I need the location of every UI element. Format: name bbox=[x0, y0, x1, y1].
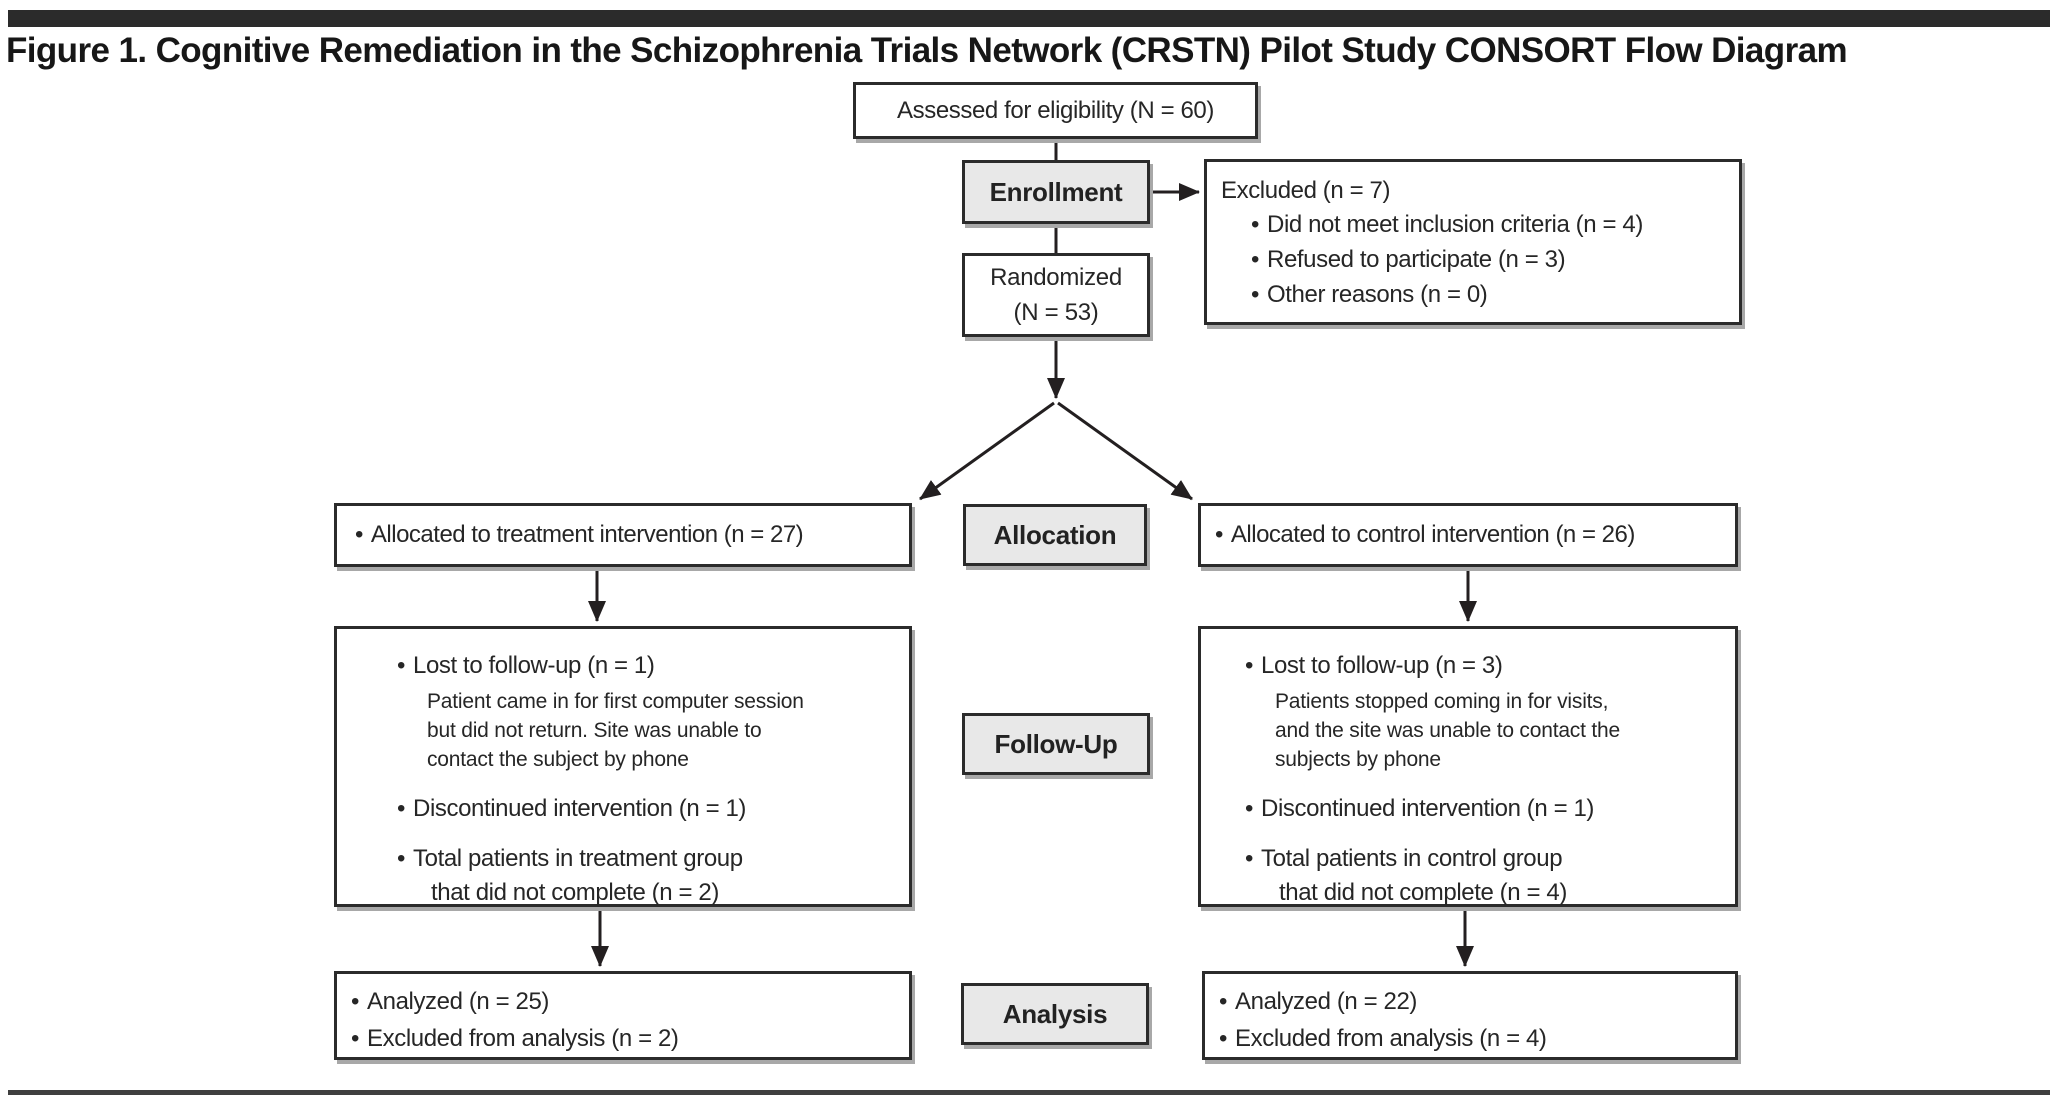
excluded-item: • Did not meet inclusion criteria (n = 4… bbox=[1251, 207, 1733, 242]
control-discontinued-line: • Discontinued intervention (n = 1) bbox=[1245, 794, 1729, 824]
bullet-icon: • bbox=[1245, 845, 1254, 872]
treatment-excluded-analysis-line: • Excluded from analysis (n = 2) bbox=[351, 1020, 903, 1057]
bullet-icon: • bbox=[1251, 246, 1260, 273]
treatment-followup-box: • Lost to follow-up (n = 1) Patient came… bbox=[334, 626, 912, 907]
control-lost-text: Lost to follow-up (n = 3) bbox=[1261, 652, 1503, 679]
bullet-icon: • bbox=[1219, 988, 1228, 1015]
stage-label-followup: Follow-Up bbox=[962, 713, 1150, 775]
treatment-lost-text: Lost to follow-up (n = 1) bbox=[413, 652, 655, 679]
control-total-line: • Total patients in control group bbox=[1245, 844, 1729, 874]
control-followup-box: • Lost to follow-up (n = 3) Patients sto… bbox=[1198, 626, 1738, 907]
treatment-discontinued-text: Discontinued intervention (n = 1) bbox=[413, 795, 747, 822]
bullet-icon: • bbox=[351, 1025, 360, 1052]
randomized-text: Randomized bbox=[990, 264, 1122, 291]
note-line: but did not return. Site was unable to bbox=[427, 719, 762, 742]
treatment-total-text: Total patients in treatment group bbox=[413, 845, 743, 872]
treatment-lost-line: • Lost to follow-up (n = 1) bbox=[397, 651, 903, 681]
randomized-n: (N = 53) bbox=[1013, 299, 1099, 326]
control-allocated-text: Allocated to control intervention (n = 2… bbox=[1230, 521, 1635, 548]
treatment-analyzed-text: Analyzed (n = 25) bbox=[367, 988, 549, 1015]
enrollment-label-text: Enrollment bbox=[989, 176, 1123, 207]
control-lost-line: • Lost to follow-up (n = 3) bbox=[1245, 651, 1729, 681]
note-line: contact the subject by phone bbox=[427, 748, 689, 771]
figure-title: Figure 1. Cognitive Remediation in the S… bbox=[6, 31, 1848, 70]
followup-label-text: Follow-Up bbox=[994, 728, 1118, 759]
note-line: Patient came in for first computer sessi… bbox=[427, 690, 804, 713]
bullet-icon: • bbox=[1245, 652, 1254, 679]
note-line: Patients stopped coming in for visits, bbox=[1275, 690, 1609, 713]
control-total-text-2: that did not complete (n = 4) bbox=[1279, 879, 1567, 906]
control-analysis-box: • Analyzed (n = 22) • Excluded from anal… bbox=[1202, 971, 1738, 1060]
bullet-icon: • bbox=[1251, 281, 1260, 308]
excluded-box: Excluded (n = 7) • Did not meet inclusio… bbox=[1204, 159, 1742, 325]
bottom-rule-bar bbox=[8, 1090, 2050, 1095]
bullet-icon: • bbox=[1245, 795, 1254, 822]
excluded-item-text: Other reasons (n = 0) bbox=[1267, 281, 1488, 308]
control-discontinued-text: Discontinued intervention (n = 1) bbox=[1261, 795, 1595, 822]
note-line: and the site was unable to contact the bbox=[1275, 719, 1620, 742]
excluded-item-text: Did not meet inclusion criteria (n = 4) bbox=[1267, 211, 1643, 238]
stage-label-analysis: Analysis bbox=[961, 983, 1149, 1045]
control-total-text: Total patients in control group bbox=[1261, 845, 1563, 872]
excluded-heading: Excluded (n = 7) bbox=[1221, 177, 1391, 204]
excluded-item: • Other reasons (n = 0) bbox=[1251, 277, 1733, 312]
bullet-icon: • bbox=[1219, 1025, 1228, 1052]
treatment-lost-note: Patient came in for first computer sessi… bbox=[427, 687, 903, 774]
treatment-allocation-box: • Allocated to treatment intervention (n… bbox=[334, 503, 912, 567]
treatment-excluded-analysis-text: Excluded from analysis (n = 2) bbox=[367, 1025, 679, 1052]
note-line: subjects by phone bbox=[1275, 748, 1441, 771]
bullet-icon: • bbox=[351, 988, 360, 1015]
treatment-analyzed-line: • Analyzed (n = 25) bbox=[351, 983, 903, 1020]
assessed-eligibility-box: Assessed for eligibility (N = 60) bbox=[853, 82, 1258, 139]
bullet-icon: • bbox=[397, 795, 406, 822]
control-analyzed-text: Analyzed (n = 22) bbox=[1235, 988, 1417, 1015]
top-rule-bar bbox=[8, 10, 2050, 27]
randomized-box: Randomized (N = 53) bbox=[962, 253, 1150, 337]
control-allocation-box: • Allocated to control intervention (n =… bbox=[1198, 503, 1738, 567]
excluded-item-text: Refused to participate (n = 3) bbox=[1267, 246, 1566, 273]
stage-label-enrollment: Enrollment bbox=[962, 160, 1150, 224]
bullet-icon: • bbox=[1251, 211, 1260, 238]
treatment-allocated-text: Allocated to treatment intervention (n =… bbox=[370, 521, 804, 548]
excluded-item: • Refused to participate (n = 3) bbox=[1251, 242, 1733, 277]
treatment-analysis-box: • Analyzed (n = 25) • Excluded from anal… bbox=[334, 971, 912, 1060]
assessed-eligibility-text: Assessed for eligibility (N = 60) bbox=[897, 96, 1214, 124]
control-excluded-analysis-line: • Excluded from analysis (n = 4) bbox=[1219, 1020, 1729, 1057]
analysis-label-text: Analysis bbox=[1002, 998, 1108, 1029]
control-excluded-analysis-text: Excluded from analysis (n = 4) bbox=[1235, 1025, 1547, 1052]
treatment-total-text-2: that did not complete (n = 2) bbox=[431, 879, 719, 906]
treatment-total-line: • Total patients in treatment group bbox=[397, 844, 903, 874]
control-analyzed-line: • Analyzed (n = 22) bbox=[1219, 983, 1729, 1020]
bullet-icon: • bbox=[397, 652, 406, 679]
bullet-icon: • bbox=[397, 845, 406, 872]
bullet-icon: • bbox=[1215, 521, 1223, 548]
bullet-icon: • bbox=[355, 521, 363, 548]
control-lost-note: Patients stopped coming in for visits, a… bbox=[1275, 687, 1729, 774]
treatment-discontinued-line: • Discontinued intervention (n = 1) bbox=[397, 794, 903, 824]
allocation-label-text: Allocation bbox=[993, 519, 1117, 550]
stage-label-allocation: Allocation bbox=[963, 504, 1147, 566]
